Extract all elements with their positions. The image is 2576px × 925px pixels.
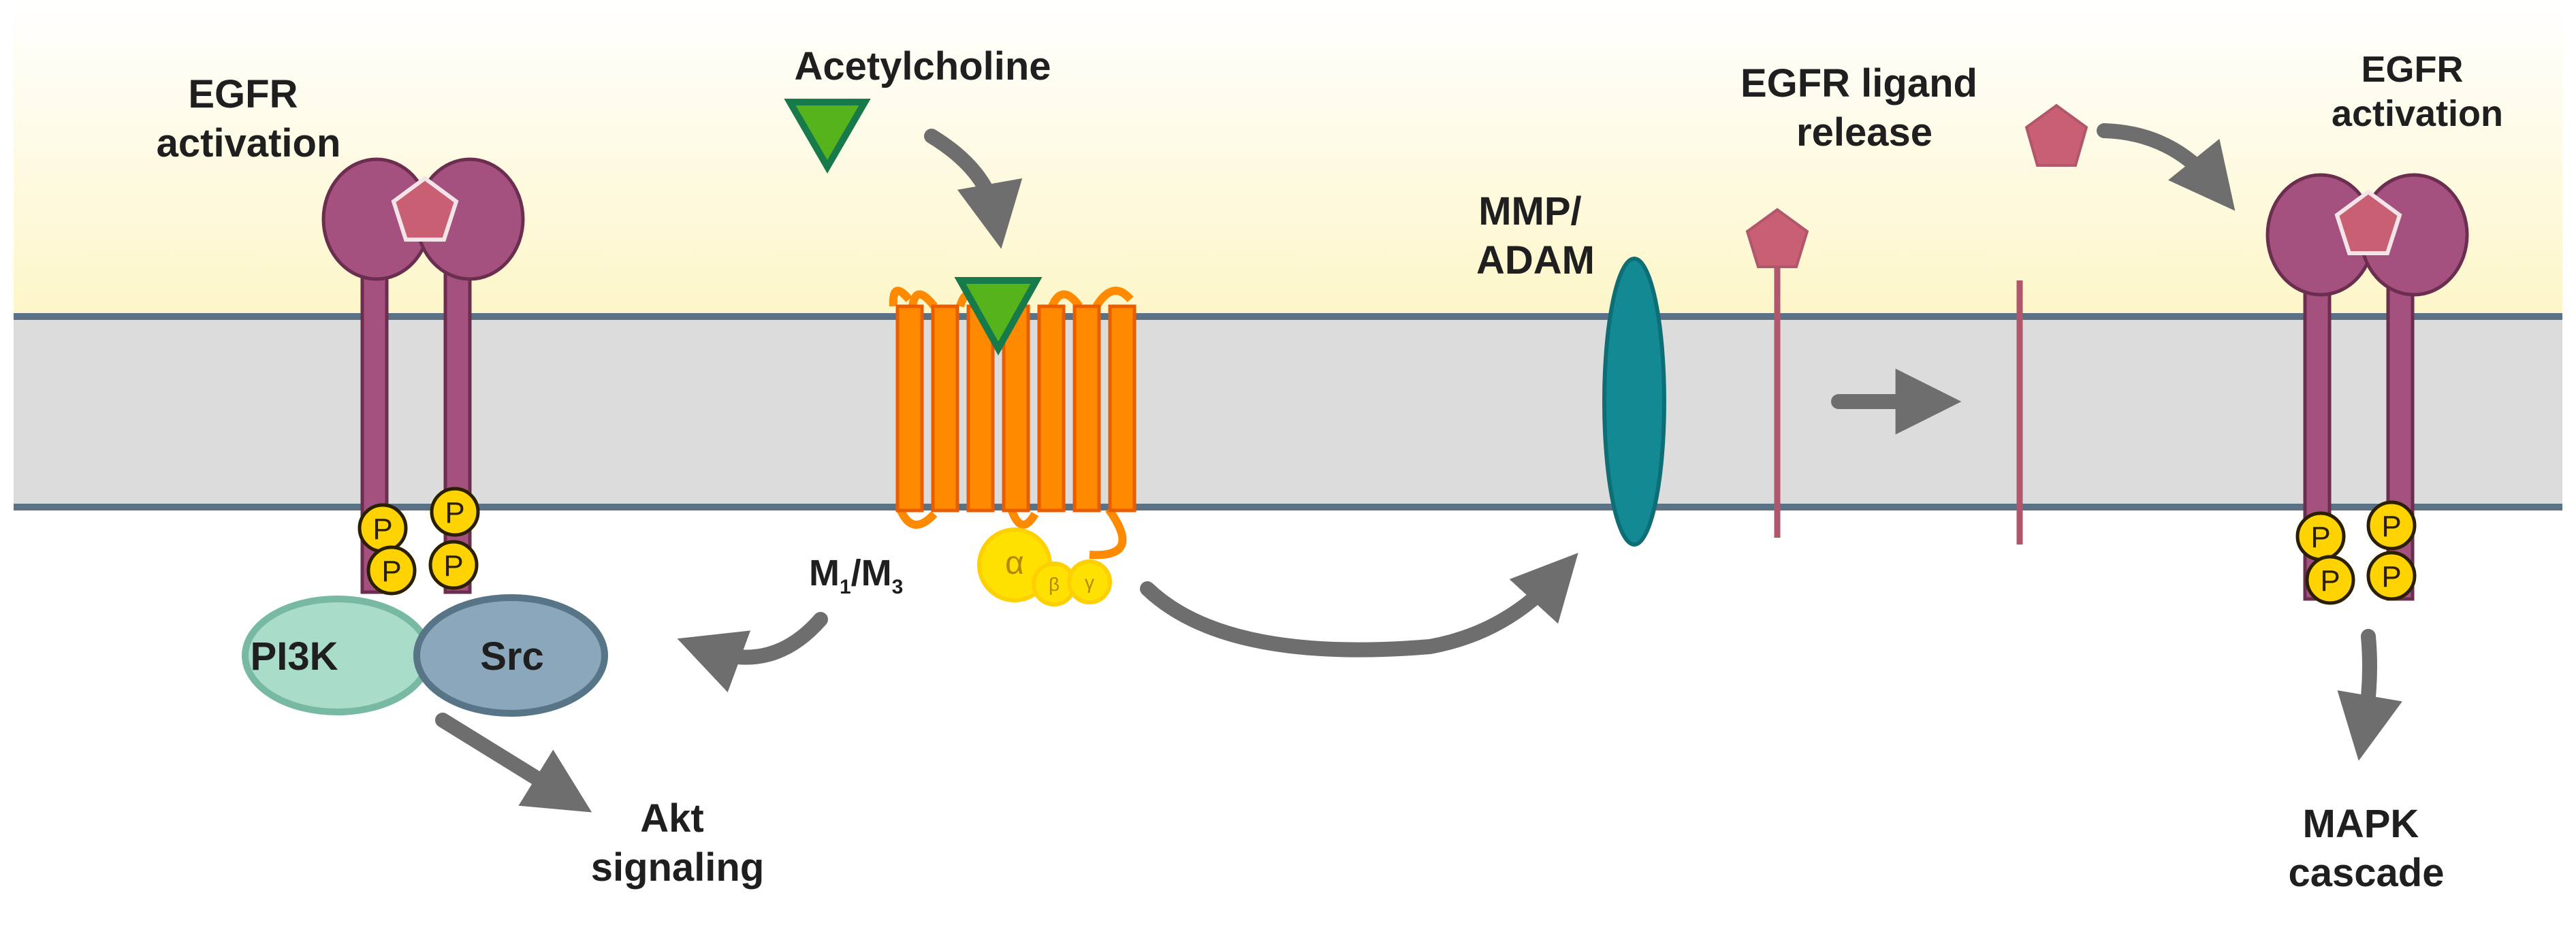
- m1-m3-label: M1/M3: [809, 553, 903, 598]
- arrow-to-mmp: [1140, 553, 1578, 658]
- phospho-group-left: P P P P: [357, 487, 480, 596]
- svg-text:P: P: [445, 496, 464, 530]
- egf-ligand-bound-left: [391, 176, 459, 242]
- phospho-icon: P: [366, 545, 417, 596]
- egfr-ligand-release-label: EGFR ligand release: [1740, 61, 1988, 155]
- phospho-group-right: P P P P: [2295, 500, 2417, 605]
- arrow-to-mapk: [2337, 629, 2402, 761]
- svg-text:P: P: [2381, 510, 2401, 543]
- egf-ligand-bound-right: [2334, 189, 2402, 255]
- arrow-acetylcholine-to-receptor: [924, 129, 1023, 249]
- phospho-icon: P: [430, 487, 480, 537]
- phospho-icon: P: [2366, 500, 2417, 551]
- phospho-icon: P: [357, 503, 408, 553]
- phospho-icon: P: [2295, 511, 2346, 562]
- phospho-icon: P: [2305, 555, 2355, 605]
- pi3k: PI3K: [242, 596, 432, 715]
- akt-signaling-label: Akt signaling: [591, 796, 765, 890]
- arrow-ligand-to-egfr: [2097, 123, 2236, 211]
- arrow-to-pi3k-src: [677, 612, 828, 693]
- muscarinic-receptor: [889, 287, 1136, 559]
- mmp-adam-label: MMP/ ADAM: [1476, 189, 1595, 282]
- acetylcholine-icon: [784, 99, 871, 174]
- svg-text:P: P: [381, 555, 401, 588]
- svg-text:γ: γ: [1085, 572, 1094, 593]
- acetylcholine-label: Acetylcholine: [794, 44, 1051, 88]
- mapk-cascade-label: MAPK cascade: [2289, 802, 2445, 895]
- egfr-receptor-left: [321, 157, 525, 594]
- phospho-icon: P: [2366, 551, 2417, 601]
- acetylcholine-bound-icon: [954, 277, 1043, 356]
- egfr-activation-label-left: EGFR activation: [157, 72, 341, 165]
- svg-text:Src: Src: [480, 634, 544, 679]
- svg-text:P: P: [2381, 560, 2401, 594]
- cell-membrane: [14, 313, 2562, 510]
- svg-text:P: P: [2310, 521, 2330, 554]
- svg-text:P: P: [2320, 564, 2340, 598]
- phospho-icon: P: [428, 540, 479, 590]
- egfr-activation-label-right: EGFR activation: [2332, 49, 2503, 134]
- g-protein: α β γ: [977, 528, 1112, 606]
- egf-ligand-released: [2024, 103, 2088, 167]
- svg-text:β: β: [1049, 574, 1060, 595]
- svg-text:P: P: [372, 513, 392, 546]
- src-kinase: Src: [413, 594, 608, 717]
- arrow-to-akt: [435, 713, 592, 813]
- svg-text:PI3K: PI3K: [251, 634, 338, 679]
- pro-ligand-membrane-bound: [1745, 208, 1809, 538]
- svg-text:α: α: [1005, 545, 1024, 581]
- mmp-adam-protease: [1602, 257, 1666, 547]
- svg-text:P: P: [443, 549, 463, 583]
